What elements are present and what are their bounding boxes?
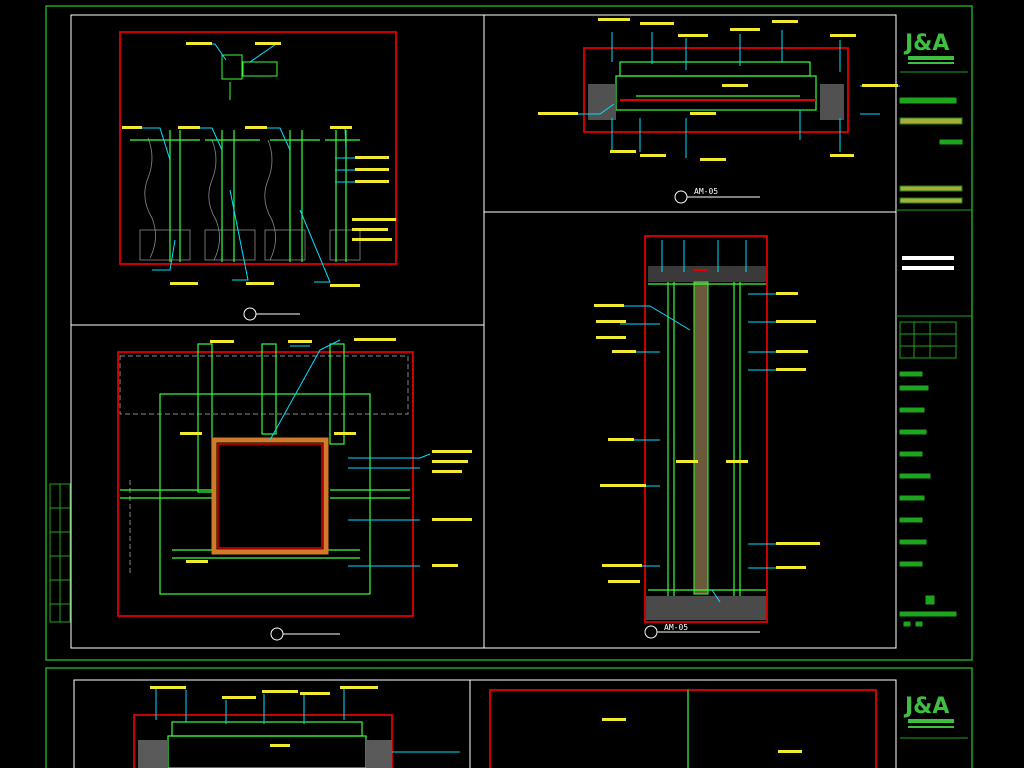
detail-b-code: AM-05	[694, 187, 718, 196]
detail-d-title: AM-05	[644, 623, 760, 639]
sheet-frame-bottom	[45, 667, 973, 768]
logo-text-bottom: J&A	[903, 694, 949, 719]
detail-a-section	[119, 31, 397, 321]
detail-d-section: AM-05	[594, 235, 820, 639]
logo-icon-bottom: J&A	[900, 694, 968, 739]
detail-b-title: AM-05	[674, 187, 760, 204]
detail-a-title	[243, 307, 300, 321]
bottom-detail-left	[133, 686, 460, 768]
logo-icon: J&A	[903, 31, 954, 64]
detail-c-section	[117, 338, 472, 641]
sheet-frame-top	[45, 5, 973, 661]
detail-b-section: AM-05	[538, 18, 900, 204]
bottom-detail-right	[489, 689, 877, 768]
title-block: J&A	[896, 31, 972, 739]
logo-text: J&A	[903, 31, 949, 56]
detail-c-title	[270, 627, 340, 641]
detail-c-code: AM-05	[664, 623, 688, 632]
